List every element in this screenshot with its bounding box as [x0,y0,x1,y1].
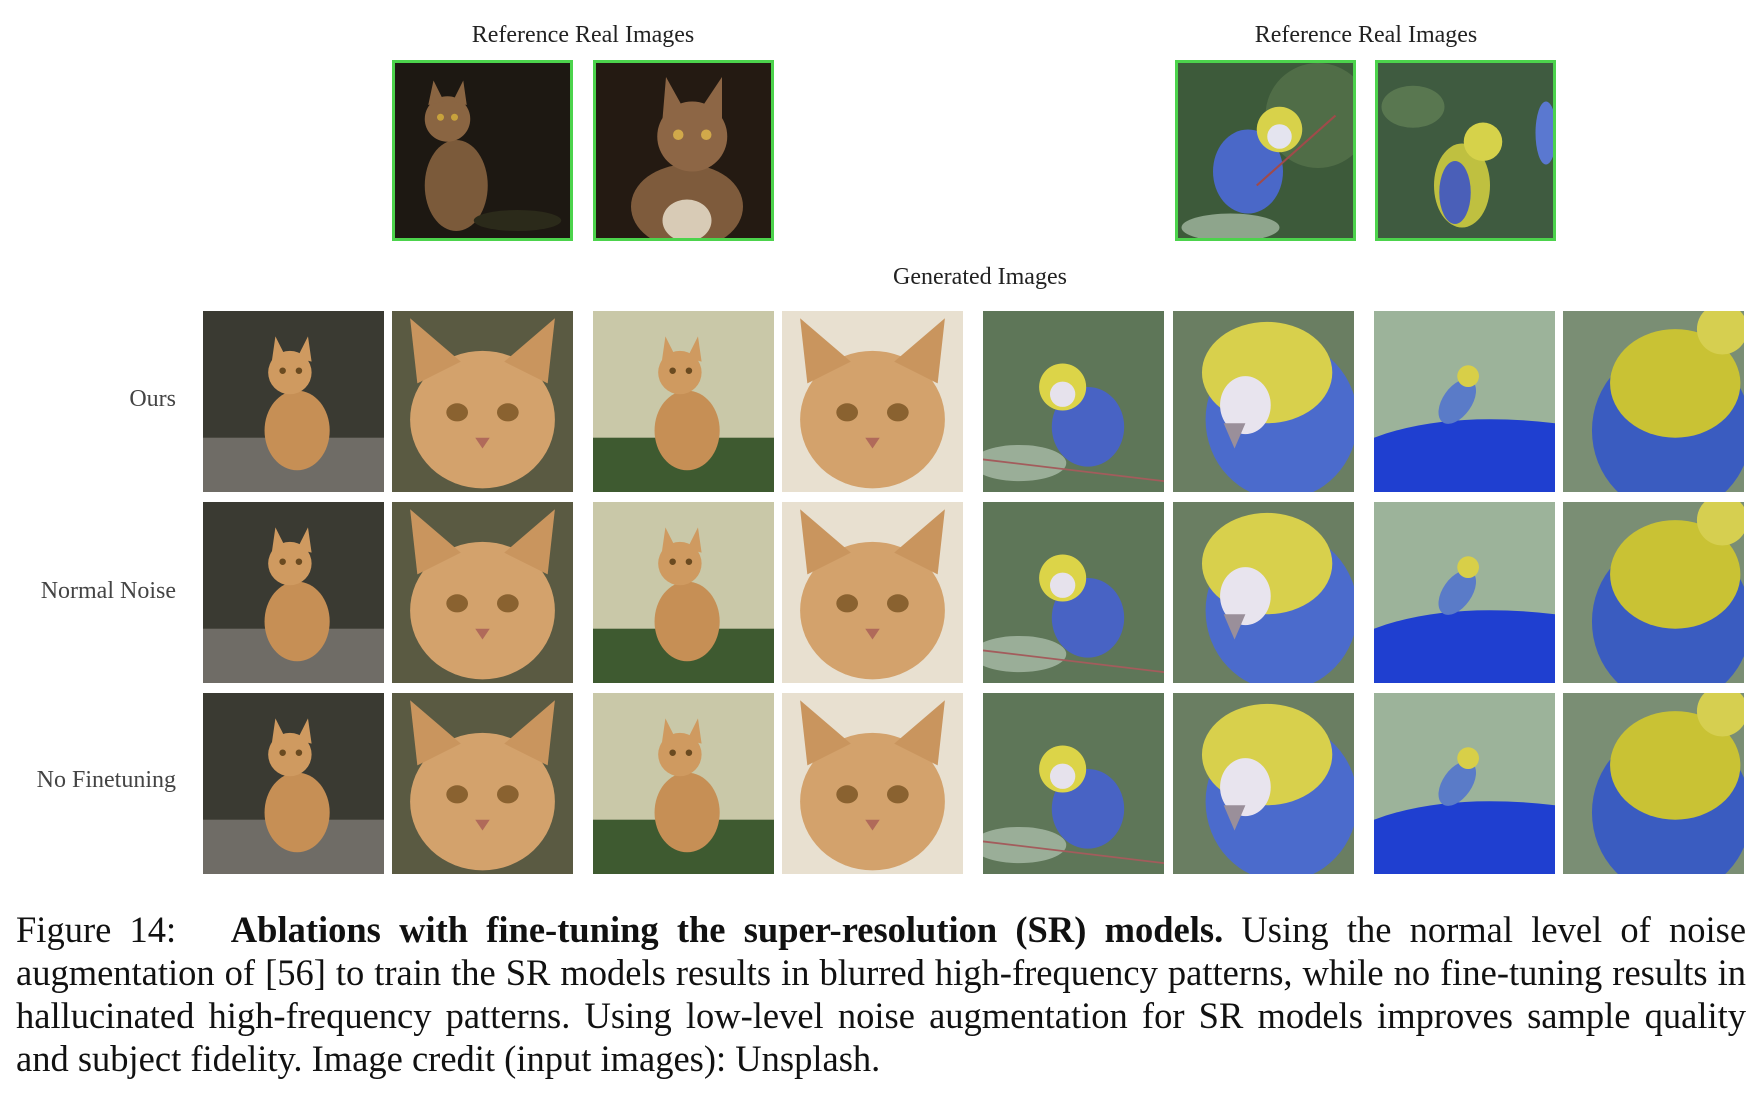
figure-number: Figure 14: [16,909,177,950]
generated-image-no-finetuning-3 [593,693,774,874]
generated-image-ours-6 [1173,311,1354,492]
generated-image-normal-noise-8 [1563,502,1744,683]
generated-image-ours-2 [392,311,573,492]
row-label-no-finetuning: No Finetuning [36,767,176,793]
generated-image-normal-noise-4 [782,502,963,683]
generated-image-ours-7 [1374,311,1555,492]
generated-image-normal-noise-6 [1173,502,1354,683]
reference-image-cat-1 [392,60,573,241]
generated-image-ours-3 [593,311,774,492]
reference-image-cat-2 [593,60,774,241]
generated-image-normal-noise-3 [593,502,774,683]
figure-caption: Figure 14: Ablations with fine-tuning th… [16,908,1746,1080]
generated-image-normal-noise-2 [392,502,573,683]
generated-image-ours-1 [203,311,384,492]
generated-image-normal-noise-1 [203,502,384,683]
generated-image-no-finetuning-1 [203,693,384,874]
generated-image-no-finetuning-4 [782,693,963,874]
reference-image-bird-1 [1175,60,1356,241]
figure-caption-body: Using the normal level of noise augmenta… [16,909,1747,1079]
generated-image-no-finetuning-5 [983,693,1164,874]
reference-image-bird-2 [1375,60,1556,241]
reference-label-bird: Reference Real Images [1254,22,1478,48]
reference-label-cat: Reference Real Images [471,22,695,48]
figure-title: Ablations with fine-tuning the super-res… [230,909,1224,950]
generated-image-normal-noise-7 [1374,502,1555,683]
generated-image-no-finetuning-8 [1563,693,1744,874]
generated-image-no-finetuning-2 [392,693,573,874]
generated-image-no-finetuning-6 [1173,693,1354,874]
generated-image-ours-4 [782,311,963,492]
generated-image-ours-5 [983,311,1164,492]
row-label-normal-noise: Normal Noise [40,578,176,604]
generated-image-no-finetuning-7 [1374,693,1555,874]
generated-images-label: Generated Images [893,264,1067,290]
generated-image-ours-8 [1563,311,1744,492]
generated-image-normal-noise-5 [983,502,1164,683]
row-label-ours: Ours [129,386,176,412]
